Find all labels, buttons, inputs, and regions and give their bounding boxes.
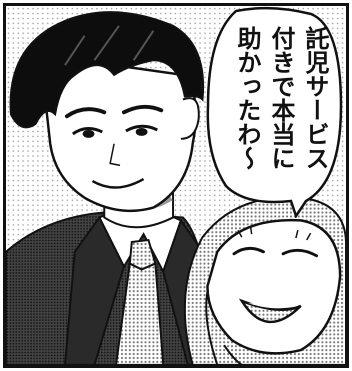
speech-line-3: 助かったわ～ <box>233 26 261 170</box>
speech-bubble: 託児サービス 付きで本当に 助かったわ～ <box>196 6 346 218</box>
manga-panel: 託児サービス 付きで本当に 助かったわ～ <box>3 3 349 368</box>
speech-line-2: 付きで本当に <box>267 26 295 170</box>
speech-text: 託児サービス 付きで本当に 助かったわ～ <box>219 26 329 196</box>
woman-figure <box>183 196 346 365</box>
man-figure <box>6 11 219 365</box>
speech-bubble-shape <box>206 6 343 218</box>
speech-line-1: 託児サービス <box>301 26 329 170</box>
